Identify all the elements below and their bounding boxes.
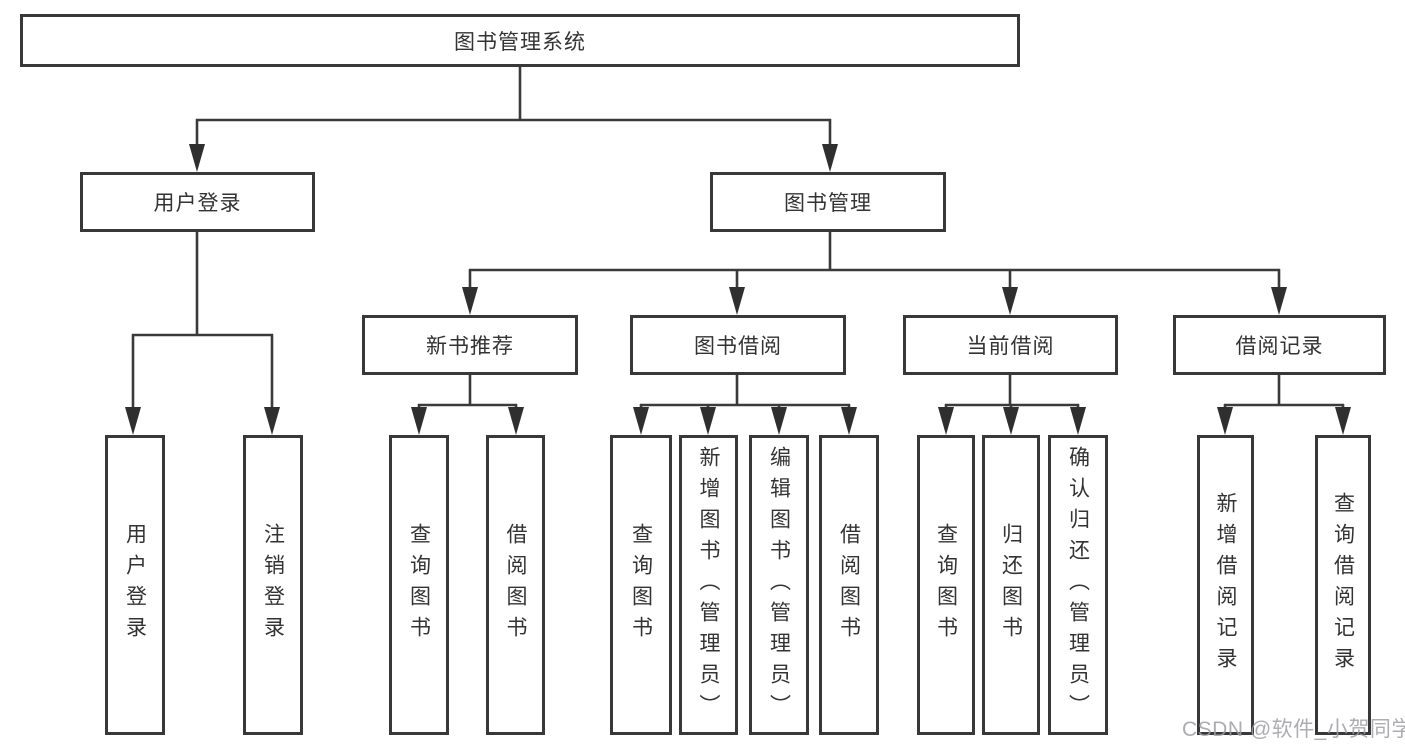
leaf-label: 借阅图书 bbox=[504, 523, 527, 647]
leaf-user-login: 用户登录 bbox=[105, 435, 165, 735]
leaf-label: 查询借阅记录 bbox=[1331, 492, 1355, 678]
leaf-query-books-1: 查询图书 bbox=[389, 435, 449, 735]
leaf-borrow-books-1: 借阅图书 bbox=[486, 435, 545, 735]
node-current-borrow: 当前借阅 bbox=[903, 315, 1118, 375]
csdn-watermark: CSDN @软件_小贺同学 bbox=[1182, 718, 1405, 741]
leaf-query-books-2: 查询图书 bbox=[610, 435, 672, 735]
leaf-add-borrow-record: 新增借阅记录 bbox=[1197, 435, 1254, 735]
leaf-label: 查询图书 bbox=[407, 523, 431, 647]
leaf-edit-books-admin: 编辑图书（管理员） bbox=[749, 435, 809, 735]
node-user-login: 用户登录 bbox=[80, 172, 315, 232]
leaf-query-books-3: 查询图书 bbox=[917, 435, 975, 735]
leaf-label: 注销登录 bbox=[261, 523, 285, 647]
leaf-confirm-return-admin: 确认归还（管理员） bbox=[1048, 435, 1108, 735]
leaf-query-borrow-record: 查询借阅记录 bbox=[1315, 435, 1371, 735]
leaf-return-books: 归还图书 bbox=[982, 435, 1040, 735]
leaf-label: 查询图书 bbox=[934, 523, 958, 647]
leaf-label: 用户登录 bbox=[123, 523, 147, 647]
node-book-management: 图书管理 bbox=[710, 172, 946, 232]
node-book-borrow: 图书借阅 bbox=[630, 315, 846, 375]
leaf-logout: 注销登录 bbox=[243, 435, 303, 735]
leaf-label: 查询图书 bbox=[629, 523, 653, 647]
leaf-label: 借阅图书 bbox=[837, 523, 861, 647]
node-borrow-records: 借阅记录 bbox=[1173, 315, 1386, 375]
leaf-label: 编辑图书（管理员） bbox=[767, 445, 791, 725]
leaf-label: 新增图书（管理员） bbox=[697, 445, 720, 725]
leaf-label: 确认归还（管理员） bbox=[1066, 445, 1090, 725]
leaf-add-books-admin: 新增图书（管理员） bbox=[679, 435, 738, 735]
leaf-label: 归还图书 bbox=[999, 523, 1023, 647]
node-new-book-recommend: 新书推荐 bbox=[362, 315, 578, 375]
leaf-borrow-books-2: 借阅图书 bbox=[819, 435, 879, 735]
leaf-label: 新增借阅记录 bbox=[1214, 492, 1237, 678]
node-root-library-system: 图书管理系统 bbox=[20, 14, 1020, 67]
